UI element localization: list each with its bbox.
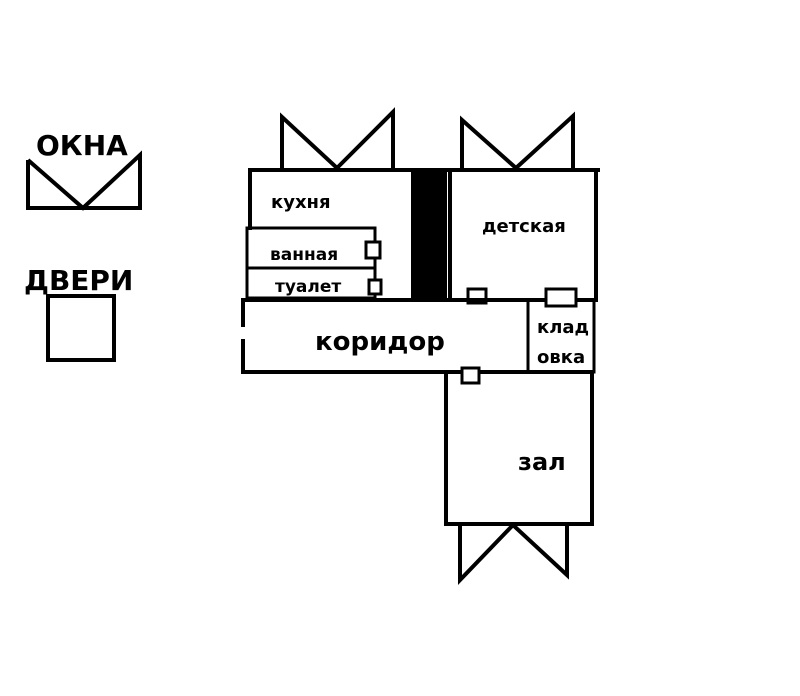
nursery-window-icon [460, 111, 575, 171]
bathroom-label: ванная [270, 245, 338, 265]
legend-window-icon [26, 150, 142, 211]
nursery-room: детская [448, 168, 598, 305]
corridor-label: коридор [315, 327, 445, 357]
toilet-door-icon [367, 278, 383, 296]
toilet-room: туалет [245, 266, 383, 300]
storage-label-line1: клад [537, 317, 589, 338]
hall-window-icon [458, 522, 569, 585]
toilet-label: туалет [275, 277, 341, 297]
legend-door-icon [46, 294, 116, 362]
kitchen-label: кухня [271, 192, 331, 213]
hall-room: зал [444, 373, 594, 526]
storage-room: клад овка [526, 287, 596, 374]
chimney-block [411, 170, 447, 300]
corridor-hall-door-icon [460, 366, 481, 385]
bathroom-door-icon [364, 240, 382, 260]
hall-label: зал [518, 448, 566, 476]
storage-door-icon [544, 287, 578, 308]
bathroom-room: ванная [245, 226, 382, 270]
legend-windows-label: ОКНА [36, 129, 128, 162]
storage-label-line2: овка [537, 347, 585, 368]
kitchen-window-icon [280, 107, 395, 171]
legend: ОКНА ДВЕРИ [24, 129, 142, 362]
nursery-label: детская [482, 216, 566, 237]
legend-doors-label: ДВЕРИ [24, 264, 133, 297]
